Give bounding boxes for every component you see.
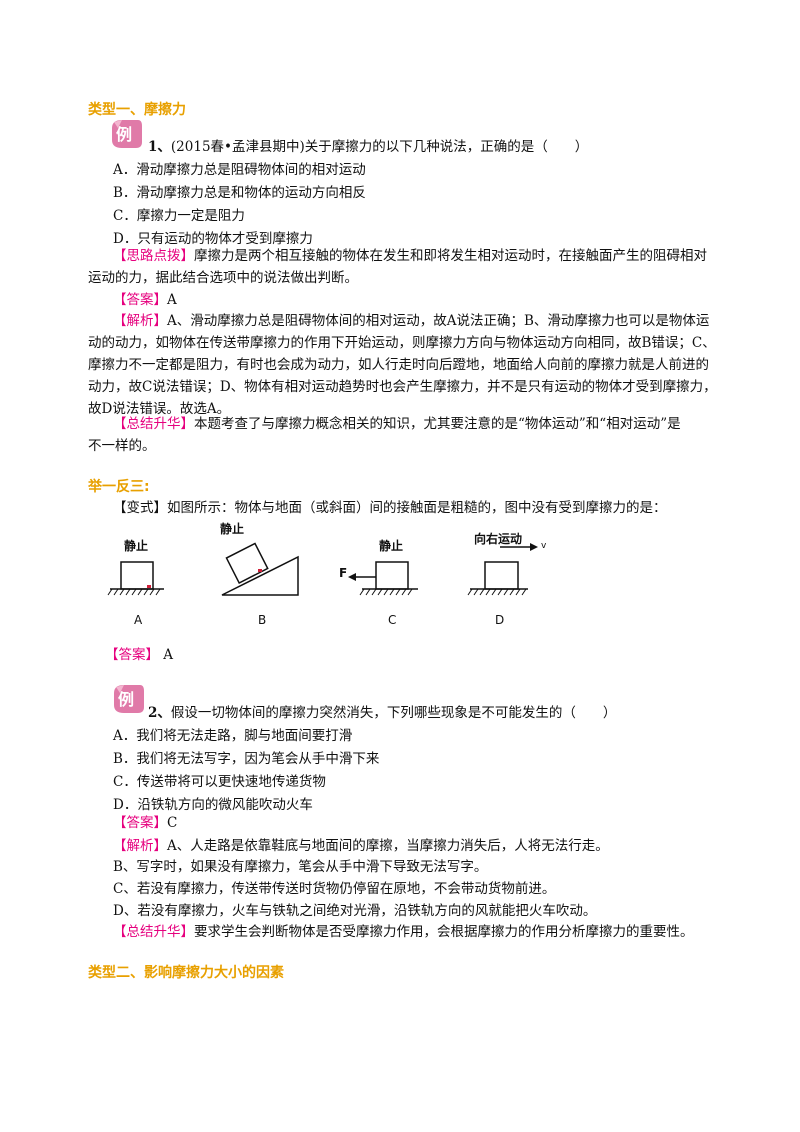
analysis-line-2: 动的动力，如物体在传送带摩擦力的作用下开始运动，则摩擦力方向与物体运动方向相同，… bbox=[88, 335, 716, 351]
option-a: A．滑动摩擦力总是阻碍物体间的相对运动 bbox=[113, 162, 366, 178]
analysis-line-5: 故D说法错误。故选A。 bbox=[88, 401, 231, 417]
question-number-2: 2、 bbox=[148, 705, 171, 721]
example-badge-icon bbox=[112, 120, 142, 148]
analysis-text: A、滑动摩擦力总是阻碍物体间的相对运动，故A说法正确；B、滑动摩擦力也可以是物体… bbox=[167, 313, 710, 329]
question-text-2: 假设一切物体间的摩擦力突然消失，下列哪些现象是不可能发生的（ ） bbox=[170, 705, 617, 721]
hint-line-2: 运动的力，据此结合选项中的说法做出判断。 bbox=[88, 270, 358, 286]
option-d: D．只有运动的物体才受到摩擦力 bbox=[113, 231, 313, 247]
question-1-stem: 1、(2015春•孟津县期中)关于摩擦力的以下几种说法，正确的是（ ） bbox=[148, 137, 588, 157]
variant-title: 举一反三: bbox=[88, 479, 150, 495]
answer-tag: 【答案】 bbox=[113, 292, 167, 308]
variant-text: 如图所示：物体与地面（或斜面）间的接触面是粗糙的，图中没有受到摩擦力的是： bbox=[167, 500, 667, 516]
q2-summary-tag: 【总结升华】 bbox=[113, 924, 194, 940]
figure-d-letter: D bbox=[495, 613, 505, 627]
figure-d-v: v bbox=[541, 541, 547, 551]
section-title-1: 类型一、摩擦力 bbox=[88, 102, 186, 118]
q2-analysis-text: A、人走路是依靠鞋底与地面间的摩擦，当摩擦力消失后，人将无法行走。 bbox=[167, 838, 609, 854]
q2-summary: 【总结升华】要求学生会判断物体是否受摩擦力作用，会根据摩擦力的作用分析摩擦力的重… bbox=[113, 922, 694, 942]
q2-option-c: C．传送带将可以更快速地传递货物 bbox=[113, 774, 326, 790]
q2-analysis-line-2: B、写字时，如果没有摩擦力，笔会从手中滑下导致无法写字。 bbox=[113, 859, 488, 875]
figure-d-label: 向右运动 bbox=[474, 532, 523, 546]
question-text: (2015春•孟津县期中)关于摩擦力的以下几种说法，正确的是（ ） bbox=[170, 139, 589, 155]
figure-a-label: 静止 bbox=[124, 539, 149, 553]
q2-answer-value: C bbox=[167, 815, 178, 831]
answer-1: 【答案】A bbox=[113, 290, 177, 310]
variant-answer: 【答案】 A bbox=[105, 645, 173, 665]
analysis-line-1: 【解析】A、滑动摩擦力总是阻碍物体间的相对运动，故A说法正确；B、滑动摩擦力也可… bbox=[113, 311, 709, 331]
hint-text: 摩擦力是两个相互接触的物体在发生和即将发生相对运动时，在接触面产生的阻碍相对 bbox=[194, 248, 707, 264]
analysis-line-4: 动力，故C说法错误；D、物体有相对运动趋势时也会产生摩擦力，并不是只有运动的物体… bbox=[88, 379, 717, 395]
q2-analysis-line-3: C、若没有摩擦力，传送带传送时货物仍停留在原地，不会带动货物前进。 bbox=[113, 881, 556, 897]
figure-c-force: F bbox=[339, 566, 348, 580]
figure-a-letter: A bbox=[134, 613, 143, 627]
q2-analysis-line-1: 【解析】A、人走路是依靠鞋底与地面间的摩擦，当摩擦力消失后，人将无法行走。 bbox=[113, 836, 609, 856]
summary-tag: 【总结升华】 bbox=[113, 416, 194, 432]
summary-text: 本题考查了与摩擦力概念相关的知识，尤其要注意的是“物体运动”和“相对运动”是 bbox=[194, 416, 681, 432]
q2-answer: 【答案】C bbox=[113, 813, 177, 833]
q2-option-b: B．我们将无法写字，因为笔会从手中滑下来 bbox=[113, 751, 380, 767]
variant-tag: 【变式】 bbox=[113, 500, 167, 516]
variant-stem: 【变式】如图所示：物体与地面（或斜面）间的接触面是粗糙的，图中没有受到摩擦力的是… bbox=[113, 498, 667, 518]
analysis-line-3: 摩擦力不一定都是阻力，有时也会成为动力，如人行走时向后蹬地，地面给人向前的摩擦力… bbox=[88, 357, 709, 373]
answer-value: A bbox=[167, 292, 177, 308]
figure-c bbox=[348, 561, 418, 596]
question-2-stem: 2、假设一切物体间的摩擦力突然消失，下列哪些现象是不可能发生的（ ） bbox=[148, 703, 616, 723]
example-badge-text-2: 例 bbox=[118, 690, 135, 709]
hint-line-1: 【思路点拨】摩擦力是两个相互接触的物体在发生和即将发生相对运动时，在接触面产生的… bbox=[113, 246, 707, 266]
q2-option-a: A．我们将无法走路，脚与地面间要打滑 bbox=[113, 728, 353, 744]
q2-option-d: D．沿铁轨方向的微风能吹动火车 bbox=[113, 797, 313, 813]
figure-c-letter: C bbox=[388, 613, 397, 627]
figure-a bbox=[107, 561, 164, 596]
summary-line-1: 【总结升华】本题考查了与摩擦力概念相关的知识，尤其要注意的是“物体运动”和“相对… bbox=[113, 414, 681, 434]
analysis-tag: 【解析】 bbox=[113, 313, 167, 329]
question-number: 1、 bbox=[148, 139, 171, 155]
q2-analysis-line-4: D、若没有摩擦力，火车与铁轨之间绝对光滑，沿铁轨方向的风就能把火车吹动。 bbox=[113, 903, 597, 919]
figure-b-label: 静止 bbox=[220, 522, 245, 536]
variant-answer-tag: 【答案】 bbox=[105, 647, 159, 663]
q2-analysis-tag: 【解析】 bbox=[113, 838, 167, 854]
figure-b-letter: B bbox=[258, 613, 267, 627]
figure-b bbox=[221, 542, 299, 596]
option-c: C．摩擦力一定是阻力 bbox=[113, 208, 245, 224]
example-badge-text: 例 bbox=[116, 125, 133, 144]
hint-tag: 【思路点拨】 bbox=[113, 248, 194, 264]
q2-answer-tag: 【答案】 bbox=[113, 815, 167, 831]
option-b: B．滑动摩擦力总是和物体的运动方向相反 bbox=[113, 185, 366, 201]
example-badge-icon-2 bbox=[114, 685, 144, 713]
q2-summary-text: 要求学生会判断物体是否受摩擦力作用，会根据摩擦力的作用分析摩擦力的重要性。 bbox=[194, 924, 694, 940]
figure-c-label: 静止 bbox=[379, 539, 404, 553]
summary-line-2: 不一样的。 bbox=[88, 438, 156, 454]
variant-answer-value: A bbox=[163, 647, 174, 663]
figure-d bbox=[467, 543, 538, 596]
section-title-2: 类型二、影响摩擦力大小的因素 bbox=[88, 965, 284, 981]
friction-figures bbox=[107, 542, 538, 596]
